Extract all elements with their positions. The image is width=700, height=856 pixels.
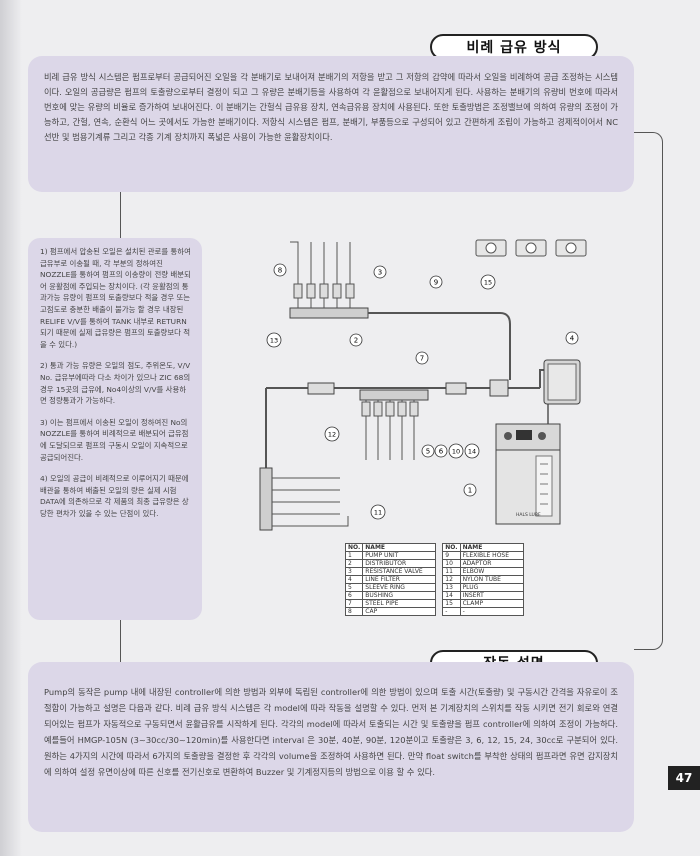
page-edge-shadow [0, 0, 22, 856]
top-distributor [289, 241, 369, 319]
middle-distributor [359, 389, 429, 460]
svg-text:14: 14 [468, 448, 476, 456]
parts-table-cell: 6 [344, 591, 364, 600]
notes-panel: 1) 펌프에서 압송된 오일은 설치된 관로를 통하여 급유부로 이송될 때, … [28, 238, 202, 620]
callout-5: 5 [421, 444, 435, 458]
callout-6: 6 [434, 444, 448, 458]
callout-13: 13 [266, 332, 282, 348]
svg-text:13: 13 [270, 337, 278, 345]
note-1: 1) 펌프에서 압송된 오일은 설치된 관로를 통하여 급유부로 이송될 때, … [40, 247, 191, 349]
svg-text:11: 11 [374, 509, 382, 517]
svg-text:8: 8 [278, 267, 282, 275]
svg-text:6: 6 [439, 448, 444, 456]
note-3: 3) 이는 펌프에서 이송된 오일이 정하여진 No의 NOZZLE를 통하여 … [40, 417, 189, 462]
connector-line [634, 132, 663, 650]
callout-11: 11 [370, 504, 386, 520]
callout-4: 4 [565, 331, 579, 345]
callout-1: 1 [463, 483, 477, 497]
note-4: 4) 오일의 공급이 비례적으로 이루어지기 때문에 배관을 통하여 배출된 오… [40, 474, 189, 518]
page-number: 47 [668, 766, 700, 790]
svg-text:9: 9 [434, 279, 438, 287]
parts-table-cell: - [442, 607, 461, 616]
parts-table-cell: 8 [344, 607, 364, 616]
connector-line [120, 620, 121, 662]
operation-panel: Pump의 동작은 pump 내에 내장된 controller에 의한 방법과… [28, 662, 634, 832]
parts-table-cell: STEEL PIPE [362, 599, 437, 608]
svg-text:3: 3 [378, 269, 382, 277]
section-title-text: 비례 급유 방식 [466, 40, 562, 56]
callout-14: 14 [464, 443, 480, 459]
parts-table-cell: 7 [344, 599, 364, 608]
clamp-icon [475, 239, 587, 257]
callout-7: 7 [415, 351, 429, 365]
parts-table-cell: 10 [442, 559, 461, 568]
svg-text:15: 15 [484, 279, 492, 287]
callout-2: 2 [349, 333, 363, 347]
parts-table-cell: RESISTANCE VALVE [362, 567, 437, 576]
svg-text:1: 1 [468, 487, 472, 495]
callout-9: 9 [429, 275, 443, 289]
intro-text: 비례 급유 방식 시스템은 펌프로부터 공급되어진 오일을 각 분배기로 보내어… [44, 72, 618, 142]
parts-table-cell: 5 [344, 583, 364, 592]
svg-text:4: 4 [570, 335, 575, 343]
callout-3: 3 [373, 265, 387, 279]
parts-table-cell: 1 [344, 551, 364, 560]
parts-table-cell: PUMP UNIT [362, 551, 437, 560]
svg-text:7: 7 [420, 355, 424, 363]
parts-table-cell: ADAPTOR [459, 559, 524, 568]
parts-table-cell: 12 [442, 575, 461, 584]
svg-text:10: 10 [452, 448, 460, 456]
parts-table-cell: BUSHING [362, 591, 437, 600]
svg-text:12: 12 [328, 431, 336, 439]
parts-table-cell: 11 [442, 567, 461, 576]
parts-table-cell: 2 [344, 559, 364, 568]
parts-table-cell: DISTRIBUTOR [362, 559, 437, 568]
parts-table-cell: INSERT [459, 591, 524, 600]
parts-table-cell: NYLON TUBE [459, 575, 524, 584]
parts-table-cell: LINE FILTER [362, 575, 437, 584]
callout-10: 10 [448, 443, 464, 459]
parts-table-cell: 4 [344, 575, 364, 584]
parts-table-cell: CAP [362, 607, 437, 616]
svg-text:5: 5 [426, 448, 430, 456]
pump-unit: HALS LUBE [495, 423, 561, 525]
callout-12: 12 [324, 426, 340, 442]
parts-table-cell: 13 [442, 583, 461, 592]
line-filter [543, 359, 581, 405]
intro-panel: 비례 급유 방식 시스템은 펌프로부터 공급되어진 오일을 각 분배기로 보내어… [28, 56, 634, 192]
lubrication-system-diagram: HALS LUBE 1 2 3 4 5 6 7 8 9 10 11 12 13 … [259, 239, 587, 531]
parts-table-header: NO. NAME NO. NAME [344, 543, 524, 552]
note-2: 2) 통과 가능 유량은 오일의 점도, 주위온도, V/V No. 급유부에따… [40, 361, 191, 406]
parts-table-cell: ELBOW [459, 567, 524, 576]
parts-table-cell: 3 [344, 567, 364, 576]
svg-text:2: 2 [354, 337, 358, 345]
parts-table-cell: FLEXIBLE HOSE [459, 551, 524, 560]
pump-brand-label: HALS LUBE [516, 512, 541, 518]
parts-table-cell: 9 [442, 551, 461, 560]
parts-table-cell: 14 [442, 591, 461, 600]
left-distributor [259, 467, 349, 531]
connector-line [120, 192, 121, 238]
callout-8: 8 [273, 263, 287, 277]
parts-table-cell: 15 [442, 599, 461, 608]
parts-table-cell: SLEEVE RING [362, 583, 437, 592]
parts-table-cell: - [459, 607, 524, 616]
section-title-proportional: 비례 급유 방식 [430, 34, 598, 60]
operation-text: Pump의 동작은 pump 내에 내장된 controller에 의한 방법과… [44, 687, 618, 777]
parts-table-cell: CLAMP [459, 599, 524, 608]
parts-table-cell: PLUG [459, 583, 524, 592]
callout-15: 15 [480, 274, 496, 290]
